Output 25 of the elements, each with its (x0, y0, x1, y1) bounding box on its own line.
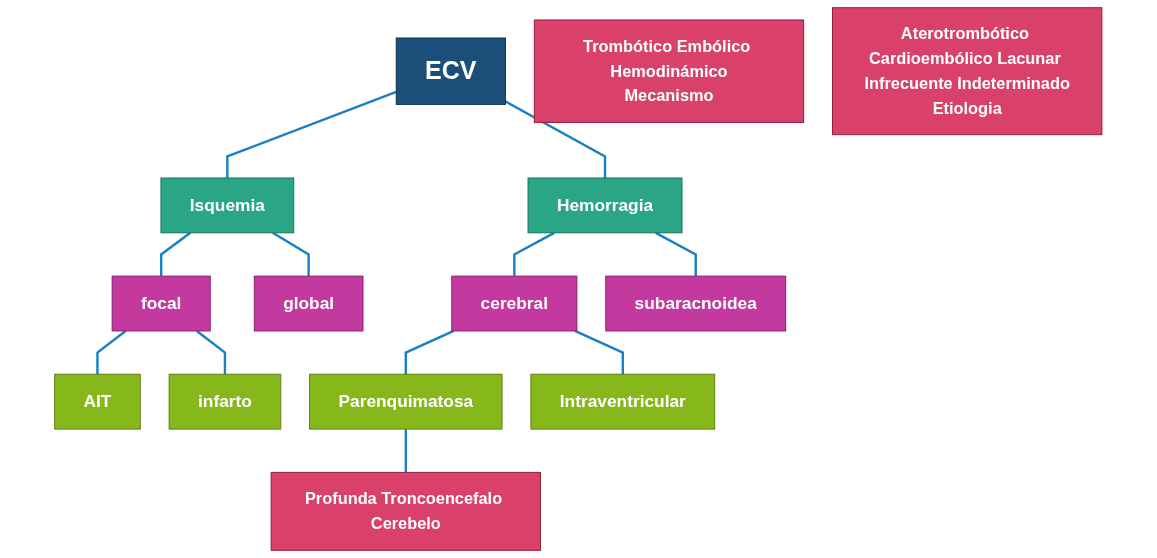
node-box: subaracnoidea (605, 275, 787, 332)
connector (505, 100, 607, 178)
node-box: Aterotrombótico Cardioembólico Lacunar Infrecuente Indeterminado Etiologia (832, 7, 1103, 136)
connector (513, 231, 556, 277)
node-box: AIT (54, 373, 141, 430)
node-box: infarto (168, 373, 282, 430)
connector (96, 330, 127, 375)
node-box: cerebral (451, 275, 578, 332)
node-box: Intraventricular (530, 373, 716, 430)
node-box: Profunda Troncoencefalo Cerebelo (270, 471, 542, 551)
connector (404, 329, 455, 375)
connector (226, 90, 397, 178)
node-box: ECV (396, 37, 507, 105)
node-box: focal (111, 275, 211, 332)
connector (272, 231, 311, 277)
connector (404, 429, 408, 473)
node-box: Isquemia (160, 177, 295, 234)
connector (574, 329, 625, 375)
connector (655, 231, 698, 277)
node-box: Parenquimatosa (309, 373, 503, 430)
node-box: Hemorragia (527, 177, 683, 234)
node-box: global (254, 275, 364, 332)
node-box: Trombótico Embólico Hemodinámico Mecanismo (534, 19, 805, 123)
connector (196, 330, 227, 375)
connector (160, 231, 192, 277)
